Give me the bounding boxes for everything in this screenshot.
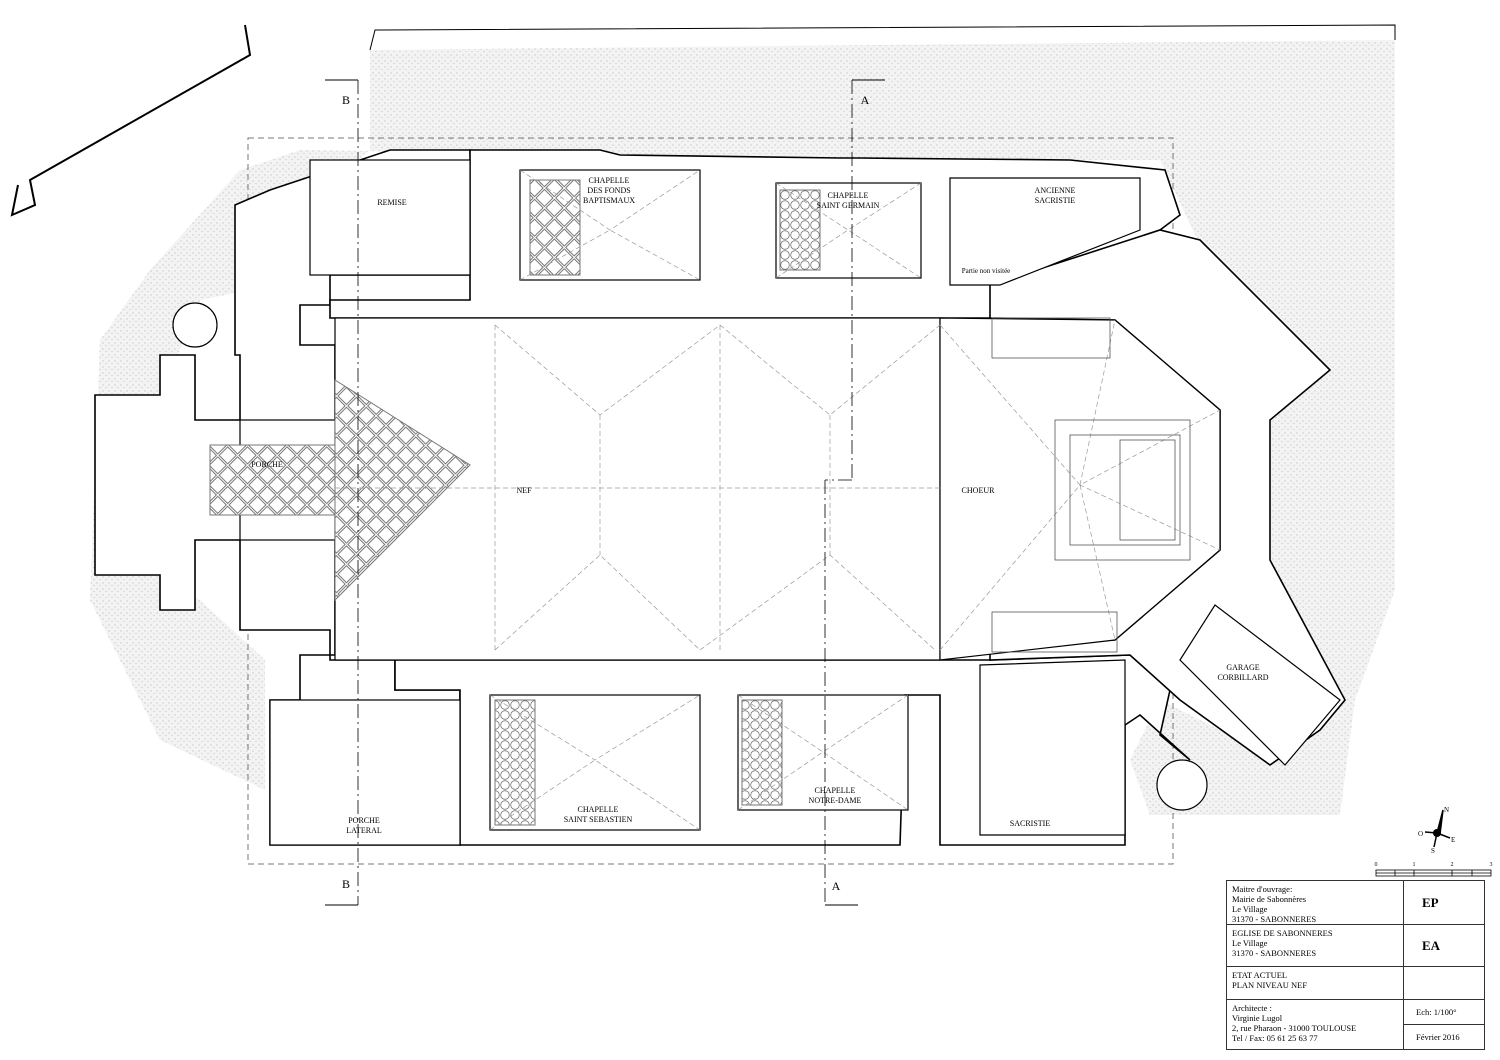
ground-area: [90, 40, 1395, 815]
architect-phone: Tel / Fax: 05 61 25 63 77: [1232, 1033, 1318, 1043]
scale-tick: 3: [1490, 862, 1493, 868]
architect-name: Virginie Lugol: [1232, 1013, 1283, 1023]
section-label-b-top: B: [342, 93, 350, 107]
label-chapelle-notre-dame: NOTRE-DAME: [809, 796, 862, 805]
label-porche: PORCHE: [251, 460, 283, 469]
drawing-date: Février 2016: [1416, 1032, 1460, 1042]
compass-e: E: [1451, 836, 1455, 844]
altar: [1054, 419, 1191, 561]
project-cell: EGLISE DE SABONNERES Le Village 31370 - …: [1227, 925, 1404, 967]
compass-o: O: [1418, 830, 1423, 838]
label-partie-non-visitee: Partie non visitée: [962, 267, 1011, 275]
project-city: 31370 - SABONNERES: [1232, 948, 1317, 958]
label-remise: REMISE: [377, 198, 406, 207]
section-label-a-bottom: A: [832, 879, 841, 893]
boundary-wall-nw: [10, 24, 252, 217]
section-label-a-top: A: [861, 93, 870, 107]
label-porche-lateral: LATERAL: [346, 826, 382, 835]
scale-tick: 2: [1451, 862, 1454, 868]
well: [1156, 759, 1208, 811]
room-sacristie: [979, 659, 1126, 836]
project-name: EGLISE DE SABONNERES: [1232, 928, 1333, 938]
label-chapelle-notre-dame: CHAPELLE: [815, 786, 856, 795]
label-chapelle-germain: CHAPELLE: [828, 191, 869, 200]
architect-heading: Architecte :: [1232, 1003, 1272, 1013]
label-garage: CORBILLARD: [1217, 673, 1268, 682]
compass-s: S: [1431, 847, 1435, 855]
drawing-state: ETAT ACTUEL: [1232, 970, 1288, 980]
scale-date-cell: Ech: 1/100° Février 2016: [1404, 1000, 1484, 1049]
drawing-title: PLAN NIVEAU NEF: [1232, 980, 1308, 990]
owner-city: 31370 - SABONNERES: [1232, 914, 1317, 924]
room-ancienne-sacristie: [949, 177, 1141, 286]
empty-cell: [1404, 967, 1484, 1000]
project-address: Le Village: [1232, 938, 1268, 948]
label-ancienne-sacristie: SACRISTIE: [1035, 196, 1076, 205]
label-choeur: CHOEUR: [962, 486, 996, 495]
label-chapelle-fonds: CHAPELLE: [589, 176, 630, 185]
label-chapelle-fonds: DES FONDS: [587, 186, 630, 195]
scale-tick: 1: [1413, 862, 1416, 868]
owner-heading: Maitre d'ouvrage:: [1232, 884, 1293, 894]
label-nef: NEF: [516, 486, 532, 495]
section-lines: [357, 80, 853, 905]
compass-n: N: [1444, 806, 1449, 814]
architect-address: 2, rue Pharaon - 31000 TOULOUSE: [1232, 1023, 1357, 1033]
section-label-b-bottom: B: [342, 877, 350, 891]
drawing-scale: Ech: 1/100°: [1404, 1000, 1484, 1025]
owner-name: Mairie de Sabonnères: [1232, 894, 1307, 904]
owner-cell: Maitre d'ouvrage: Mairie de Sabonnères L…: [1227, 881, 1404, 925]
owner-address: Le Village: [1232, 904, 1268, 914]
label-chapelle-sebastien: CHAPELLE: [578, 805, 619, 814]
scale-bar: [1375, 869, 1492, 877]
boundary-wall-n: [369, 24, 1396, 51]
label-porche-lateral: PORCHE: [348, 816, 380, 825]
label-ancienne-sacristie: ANCIENNE: [1035, 186, 1076, 195]
room-garage: [1179, 604, 1341, 766]
vault-lines: [335, 169, 1221, 831]
room-porche-lateral: [269, 699, 461, 846]
architect-cell: Architecte : Virginie Lugol 2, rue Phara…: [1227, 1000, 1404, 1049]
code-ep: EP: [1404, 881, 1484, 925]
compass-rose-icon: N E O S: [1418, 806, 1455, 855]
room-remise: [309, 159, 471, 276]
label-chapelle-fonds: BAPTISMAUX: [583, 196, 635, 205]
label-chapelle-germain: SAINT GERMAIN: [817, 201, 880, 210]
label-chapelle-sebastien: SAINT SEBASTIEN: [564, 815, 633, 824]
scale-tick: 0: [1375, 862, 1378, 868]
code-ea: EA: [1404, 925, 1484, 967]
drawing-cell: ETAT ACTUEL PLAN NIVEAU NEF: [1227, 967, 1404, 1000]
choir-stalls: [991, 317, 1118, 653]
label-garage: GARAGE: [1226, 663, 1259, 672]
spiral-stair: [172, 302, 218, 348]
roof-outline: [247, 137, 1174, 865]
label-sacristie: SACRISTIE: [1010, 819, 1051, 828]
title-block: Maitre d'ouvrage: Mairie de Sabonnères L…: [1226, 880, 1485, 1050]
